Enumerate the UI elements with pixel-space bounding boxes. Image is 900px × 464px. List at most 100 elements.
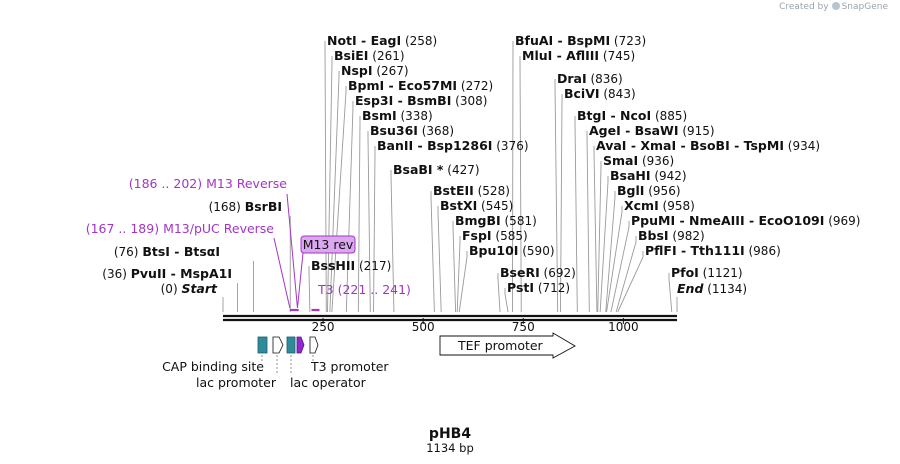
site-psti-position: (712): [534, 281, 570, 295]
site-psti-label: PstI (712): [507, 280, 570, 295]
site-bsmi-label: BsmI (338): [362, 108, 433, 123]
site-btgi-label: BtgI - NcoI (885): [577, 108, 687, 123]
site-ppumi-leader-line: [610, 221, 630, 313]
primer-m13-rev-leader: [296, 252, 304, 309]
primer-m13-puc-reverse-leader: [273, 237, 291, 309]
plasmid-length: 1134 bp: [426, 441, 474, 455]
site-avai-alt-name: - XmaI - BsoBI - TspMI: [626, 138, 784, 153]
site-smai-leader-line: [597, 161, 602, 313]
site-fspi-name: FspI: [462, 228, 492, 243]
site-bsrbi-name: BsrBI: [245, 199, 282, 214]
site-bsteii-leader-line: [430, 191, 435, 313]
feature-t3-promoter-arrow: [309, 336, 319, 354]
site-pfoi-name: PfoI: [671, 265, 699, 280]
site-nspi-position: (267): [373, 64, 409, 78]
site-leader-lines: [222, 41, 678, 313]
primer-m13-rev-name: M13 rev: [303, 237, 354, 252]
primer-t3-range: (221 .. 241): [334, 282, 411, 297]
site-btgi-leader-line: [574, 116, 578, 313]
feature-cap-binding-site-label: CAP binding site: [162, 359, 264, 374]
feature-cap-binding-site-box: [257, 336, 268, 354]
site-bgli-leader-line: [605, 191, 616, 313]
site-bsabi-leader-line: [390, 170, 395, 313]
dna-backbone: [223, 314, 677, 322]
site-drai-leader-line: [554, 79, 559, 313]
site-avai-label: AvaI - XmaI - BsoBI - TspMI (934): [596, 138, 820, 153]
site-avai-position: (934): [784, 139, 820, 153]
primer-m13-puc-reverse-range: (167 .. 189): [86, 221, 163, 236]
site-mlui-label: MluI - AflIII (745): [522, 48, 635, 63]
site-bsu36i-name: Bsu36I: [370, 123, 418, 138]
site-bsshii-label: BssHII (217): [311, 258, 391, 273]
site-agei-position: (915): [679, 124, 715, 138]
site-fspi-leader-line: [456, 236, 461, 313]
site-bpmi-label: BpmI - Eco57MI (272): [348, 78, 493, 93]
site-mlui-leader-line: [519, 56, 522, 313]
site-bcivi-name: BciVI: [564, 86, 600, 101]
site-bpu10i-name: Bpu10I: [469, 243, 518, 258]
site-bsabi-name: BsaBI *: [393, 162, 444, 177]
site-fspi-position: (585): [492, 229, 528, 243]
site-btsi-label: (76) BtsI - BtsαI: [114, 244, 220, 259]
site-agei-label: AgeI - BsaWI (915): [589, 123, 715, 138]
site-fspi-label: FspI (585): [462, 228, 528, 243]
site-bsu36i-position: (368): [418, 124, 454, 138]
primer-m13-reverse-leader: [286, 193, 298, 309]
credit-brand: SnapGene: [841, 2, 888, 12]
site-bpu10i-label: Bpu10I (590): [469, 243, 555, 258]
site-noti-name: NotI: [327, 33, 357, 48]
site-bpu10i-position: (590): [518, 244, 554, 258]
site-bsahi-name: BsaHI: [610, 168, 651, 183]
site-bfuai-position: (723): [610, 34, 646, 48]
end-start-label: (0) Start: [161, 281, 218, 296]
site-banii-leader-line: [373, 146, 376, 313]
site-banii-position: (376): [492, 139, 528, 153]
site-ppumi-name: PpuMI: [631, 213, 675, 228]
site-avai-name: AvaI: [596, 138, 626, 153]
site-esp3i-name: Esp3I: [355, 93, 393, 108]
primer-m13-reverse-range: (186 .. 202): [129, 176, 206, 191]
tick-label-1000: 1000: [608, 320, 639, 334]
site-bseri-position: (692): [540, 266, 576, 280]
site-bseri-leader-line: [497, 273, 501, 313]
site-xcmi-leader-line: [606, 206, 623, 313]
end-start-position: (0): [161, 282, 182, 296]
site-pvuii-position: (36): [102, 267, 130, 281]
site-bsahi-label: BsaHI (942): [610, 168, 687, 183]
site-banii-alt-name: - Bsp1286I: [413, 138, 492, 153]
end-end-position: (1134): [703, 282, 747, 296]
site-bseri-label: BseRI (692): [500, 265, 576, 280]
feature-lac-promoter-arrow: [272, 336, 284, 354]
site-bsiei-name: BsiEI: [334, 48, 368, 63]
site-bstxi-leader-line: [437, 206, 442, 313]
site-btsi-alt-name: - BtsαI: [170, 244, 220, 259]
site-agei-name: AgeI: [589, 123, 621, 138]
tick-label-250: 250: [312, 320, 335, 334]
site-bstxi-label: BstXI (545): [440, 198, 513, 213]
site-psti-name: PstI: [507, 280, 534, 295]
site-noti-alt-name: - EagI: [357, 33, 401, 48]
site-btgi-alt-name: - NcoI: [606, 108, 651, 123]
site-bcivi-leader-line: [560, 94, 563, 313]
site-bsshii-name: BssHII: [311, 258, 355, 273]
site-pvuii-label: (36) PvuII - MspA1I: [102, 266, 232, 281]
site-drai-name: DraI: [557, 71, 587, 86]
site-bpmi-name: BpmI: [348, 78, 384, 93]
site-ppumi-label: PpuMI - NmeAIII - EcoO109I (969): [631, 213, 860, 228]
site-pfoi-position: (1121): [699, 266, 743, 280]
site-ppumi-position: (969): [824, 214, 860, 228]
primer-annotations: (186 .. 202) M13 Reverse (167 .. 189) M13…: [86, 176, 411, 312]
site-bmgbi-position: (581): [501, 214, 537, 228]
site-bsteii-label: BstEII (528): [433, 183, 510, 198]
site-bbsi-leader-line: [615, 236, 637, 313]
site-bsteii-name: BstEII: [433, 183, 474, 198]
site-bgli-name: BglI: [617, 183, 644, 198]
site-bsabi-position: (427): [443, 163, 479, 177]
primer-m13-reverse-label: (186 .. 202) M13 Reverse: [129, 176, 288, 191]
primer-t3-label: T3 (221 .. 241): [317, 282, 411, 297]
site-bfuai-alt-name: - BspMI: [553, 33, 610, 48]
site-bsiei-position: (261): [368, 49, 404, 63]
site-btgi-position: (885): [651, 109, 687, 123]
plasmid-name: pHB4: [429, 426, 471, 442]
